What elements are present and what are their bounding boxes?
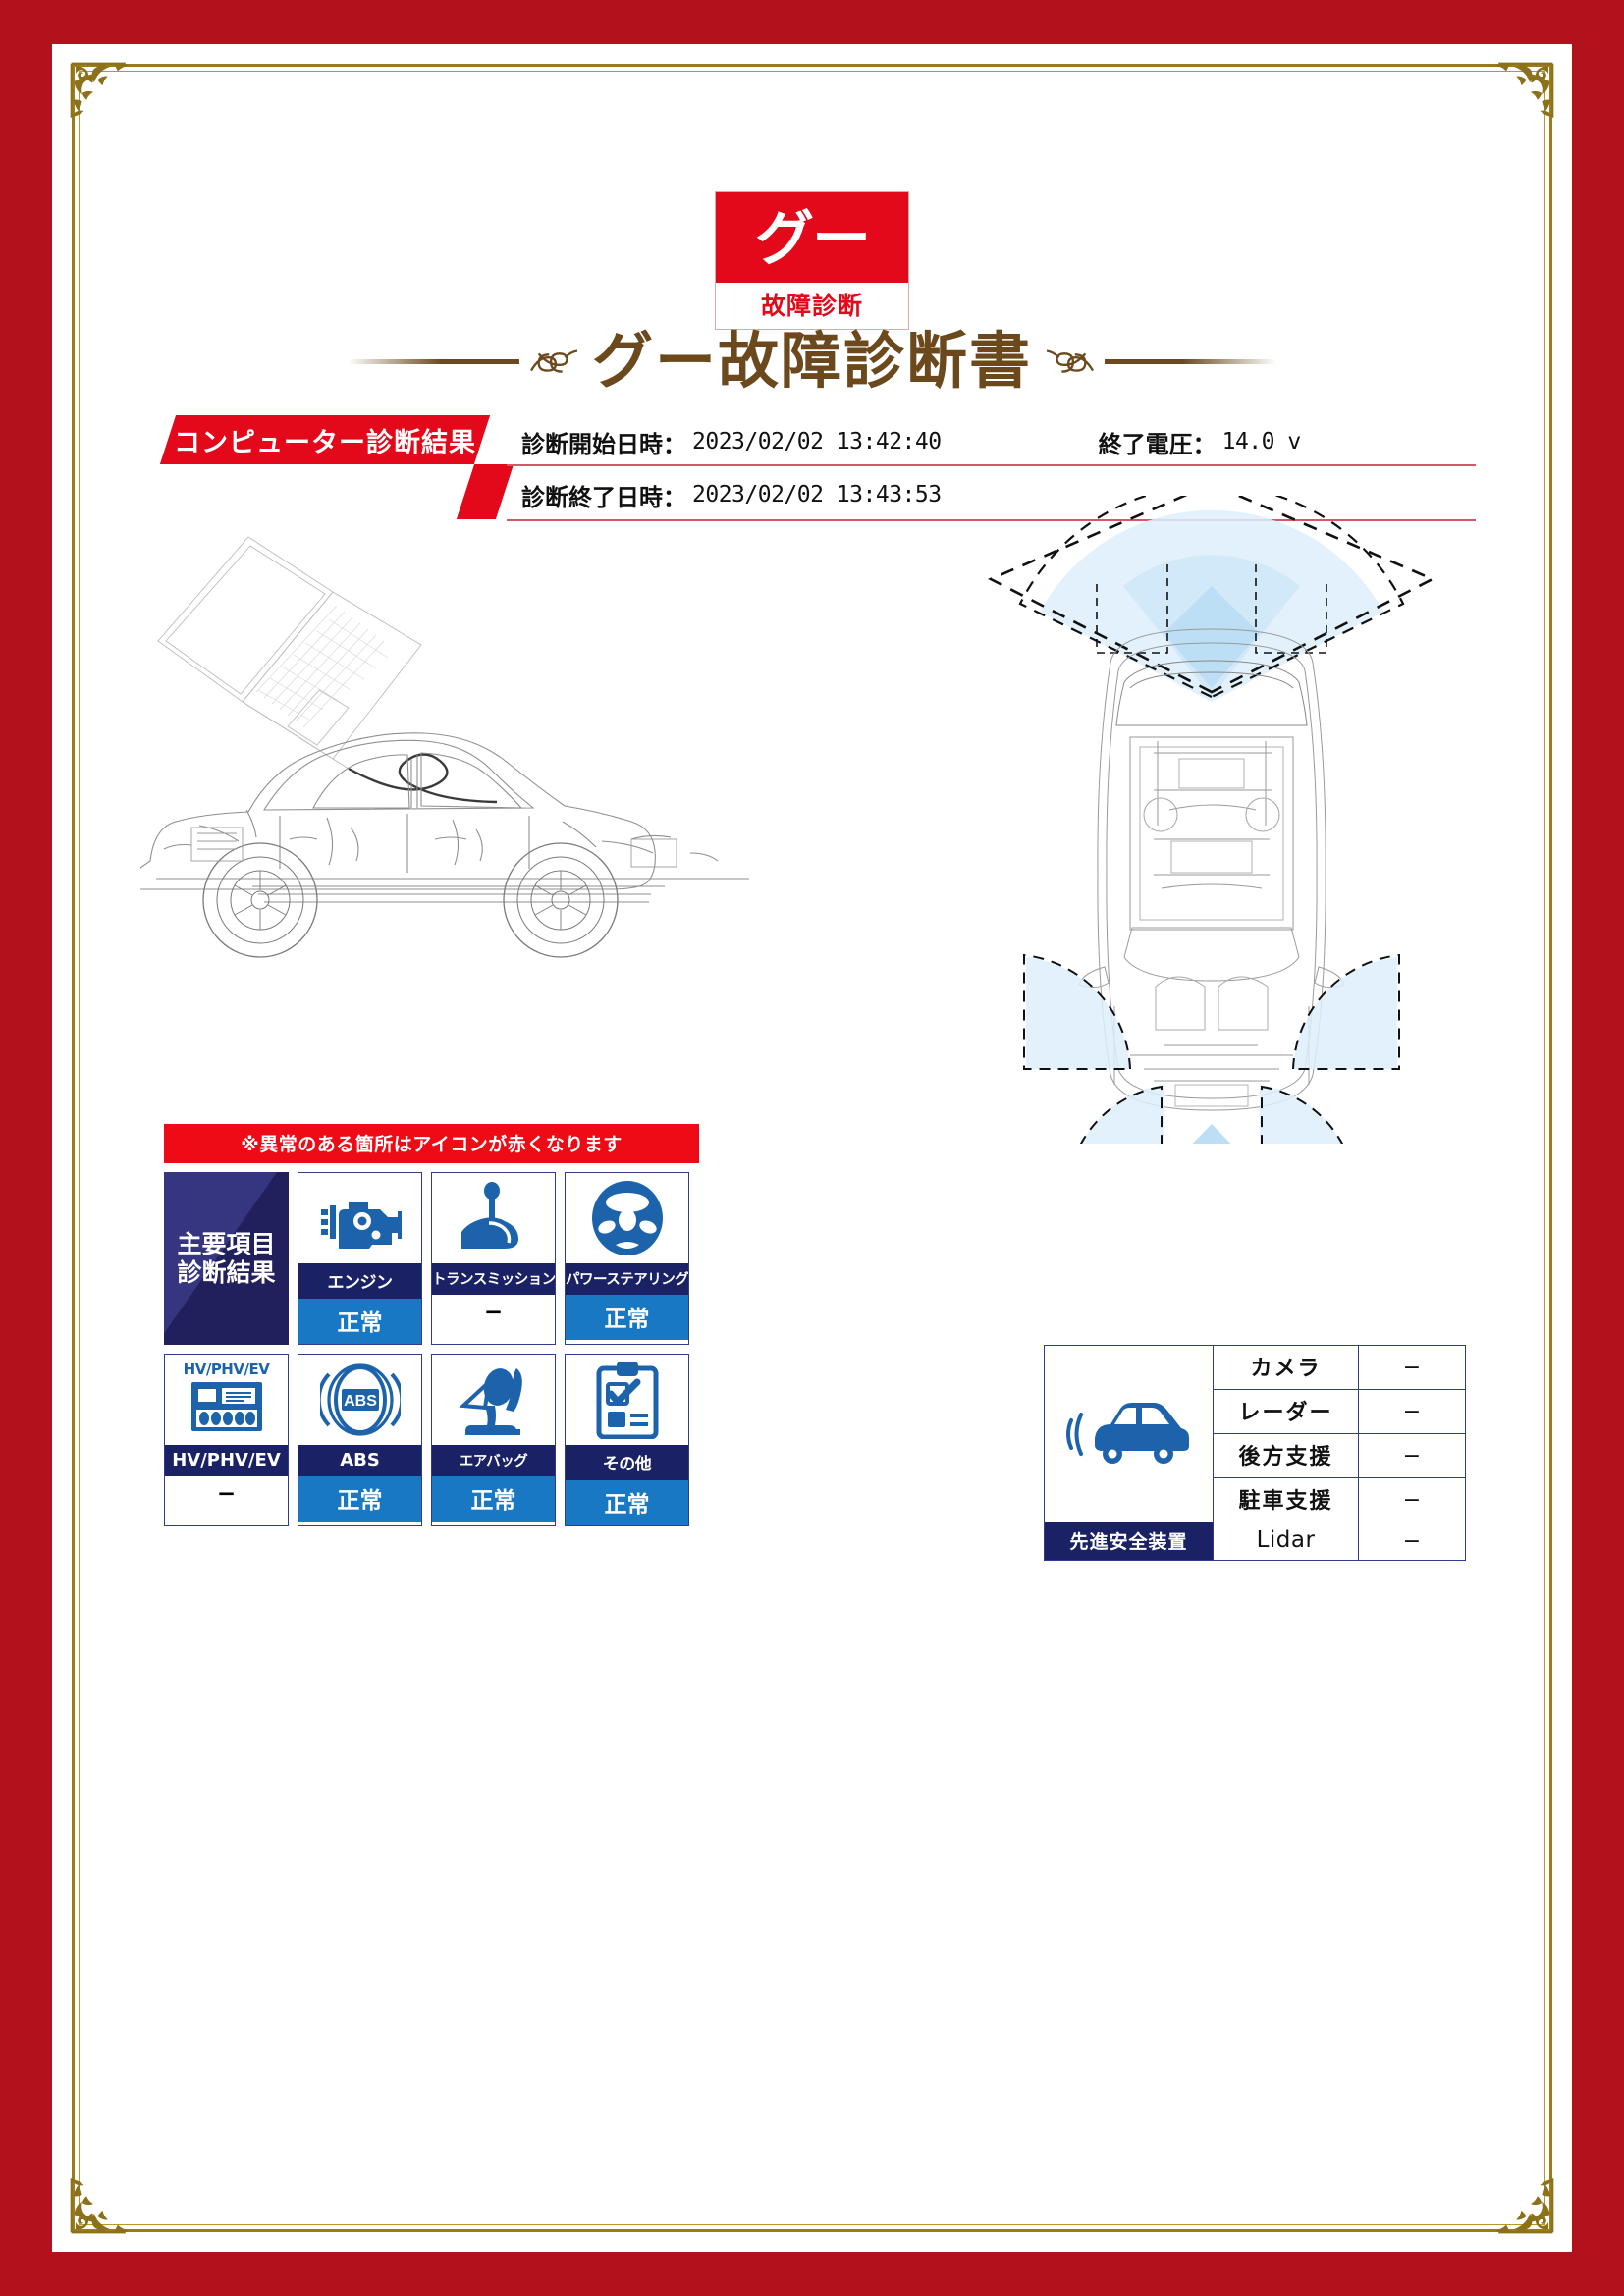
safety-item-value: − — [1402, 1487, 1422, 1513]
safety-item-value: − — [1402, 1443, 1422, 1468]
car-top-sensor-illustration — [922, 496, 1501, 1144]
title-rule-right — [1105, 358, 1276, 364]
car-side-wireframe-illustration — [140, 515, 788, 987]
result-status: − — [432, 1295, 555, 1332]
result-item-engine[interactable]: エンジン 正常 — [298, 1172, 422, 1345]
safety-item-name: 後方支援 — [1214, 1434, 1359, 1477]
safety-row[interactable]: レーダー − — [1214, 1390, 1465, 1434]
safety-row[interactable]: カメラ − — [1214, 1346, 1465, 1390]
power-steering-icon — [566, 1173, 688, 1263]
result-status: 正常 — [298, 1476, 421, 1522]
results-row-1: 主要項目 診断結果 — [164, 1172, 699, 1345]
result-label: ABS — [298, 1445, 421, 1476]
car-sensor-icon — [1045, 1346, 1213, 1522]
corner-ornament-icon — [64, 56, 148, 140]
gold-border-outer — [72, 64, 1552, 2232]
corner-ornament-icon — [1476, 56, 1560, 140]
end-datetime-value: 2023/02/02 13:43:53 — [692, 482, 942, 507]
results-row-2: HV/PHV/EV — [164, 1354, 699, 1526]
flourish-right-icon — [1042, 339, 1099, 384]
safety-item-value: − — [1402, 1399, 1422, 1424]
hv-icon-caption: HV/PHV/EV — [183, 1361, 270, 1378]
end-voltage-label: 終了電圧： — [1098, 430, 1217, 458]
result-item-abs[interactable]: ABS ABS 正常 — [298, 1354, 422, 1526]
diagnosis-rule-bottom — [507, 519, 1476, 521]
result-status: 正常 — [566, 1295, 688, 1340]
safety-row[interactable]: 後方支援 − — [1214, 1434, 1465, 1478]
page-title: グー故障診断書 — [591, 325, 1032, 397]
gold-border-inner — [79, 71, 1545, 2225]
illustrations — [140, 496, 1484, 1144]
result-item-hv-phv-ev[interactable]: HV/PHV/EV — [164, 1354, 289, 1526]
safety-item-name: Lidar — [1214, 1522, 1359, 1560]
diagnosis-end-row: 診断終了日時： 2023/02/02 13:43:53 — [521, 470, 1476, 519]
result-label: パワーステアリング — [566, 1263, 688, 1295]
page-inner-white: グー 故障診断 グー故障診断書 — [52, 44, 1572, 2252]
title-rule-left — [347, 358, 519, 364]
diagnosis-rule-top — [507, 464, 1476, 466]
safety-group-label: 先進安全装置 — [1045, 1522, 1213, 1560]
transmission-icon — [432, 1173, 555, 1263]
end-datetime-label: 診断終了日時： — [521, 483, 686, 511]
main-results-title-line2: 診断結果 — [177, 1258, 276, 1287]
result-item-power-steering[interactable]: パワーステアリング 正常 — [565, 1172, 689, 1345]
advanced-safety-table: 先進安全装置 カメラ − レーダー − 後方支援 − — [1044, 1345, 1466, 1561]
safety-row[interactable]: 駐車支援 − — [1214, 1478, 1465, 1522]
goo-logo: グー 故障診断 — [715, 191, 909, 330]
result-status: 正常 — [566, 1480, 688, 1525]
logo-brand-text: グー — [755, 205, 871, 275]
clipboard-check-icon — [566, 1355, 688, 1445]
safety-item-name: 駐車支援 — [1214, 1478, 1359, 1522]
result-status: 正常 — [298, 1299, 421, 1344]
document-title-row: グー故障診断書 — [140, 331, 1484, 392]
safety-item-value: − — [1402, 1355, 1422, 1380]
safety-rows: カメラ − レーダー − 後方支援 − 駐車支援 − — [1214, 1346, 1465, 1560]
safety-item-name: レーダー — [1214, 1390, 1359, 1433]
result-status: 正常 — [432, 1476, 555, 1522]
result-label: トランスミッション — [432, 1263, 555, 1295]
result-label: その他 — [566, 1445, 688, 1480]
main-results-block: ※異常のある箇所はアイコンが赤くなります 主要項目 診断結果 — [164, 1124, 699, 1526]
result-item-other[interactable]: その他 正常 — [565, 1354, 689, 1526]
diagnosis-banner-label: コンピューター診断結果 — [174, 427, 476, 458]
start-datetime-label: 診断開始日時： — [521, 430, 686, 458]
safety-item-name: カメラ — [1214, 1346, 1359, 1389]
hv-battery-icon: HV/PHV/EV — [165, 1355, 288, 1445]
logo-red-field: グー — [716, 192, 908, 283]
content-area: グー 故障診断 グー故障診断書 — [140, 123, 1484, 2173]
airbag-icon — [432, 1355, 555, 1445]
main-results-title-panel: 主要項目 診断結果 — [164, 1172, 289, 1345]
corner-ornament-icon — [64, 2156, 148, 2240]
safety-group-cell: 先進安全装置 — [1045, 1346, 1214, 1560]
result-item-airbag[interactable]: エアバッグ 正常 — [431, 1354, 556, 1526]
diagnosis-start-row: 診断開始日時： 2023/02/02 13:42:40 終了電圧： 14.0 v — [521, 417, 1476, 466]
abnormal-icon-warning: ※異常のある箇所はアイコンが赤くなります — [164, 1124, 699, 1163]
diagnosis-banner-tail — [456, 464, 514, 519]
corner-ornament-icon — [1476, 2156, 1560, 2240]
result-label: エンジン — [298, 1263, 421, 1299]
logo-subtitle: 故障診断 — [716, 283, 908, 329]
flourish-left-icon — [525, 339, 582, 384]
safety-item-value: − — [1402, 1528, 1422, 1554]
start-datetime-value: 2023/02/02 13:42:40 — [692, 429, 942, 454]
result-status: − — [165, 1476, 288, 1514]
svg-text:ABS: ABS — [344, 1393, 377, 1410]
diagnosis-header: コンピューター診断結果 診断開始日時： 2023/02/02 13:42:40 … — [159, 415, 1476, 523]
end-voltage-value: 14.0 v — [1221, 429, 1302, 454]
engine-icon — [298, 1173, 421, 1263]
main-results-title-line1: 主要項目 — [177, 1229, 276, 1258]
result-label: HV/PHV/EV — [165, 1445, 288, 1476]
result-item-transmission[interactable]: トランスミッション − — [431, 1172, 556, 1345]
result-label: エアバッグ — [432, 1445, 555, 1476]
abs-icon: ABS — [298, 1355, 421, 1445]
safety-row[interactable]: Lidar − — [1214, 1522, 1465, 1560]
